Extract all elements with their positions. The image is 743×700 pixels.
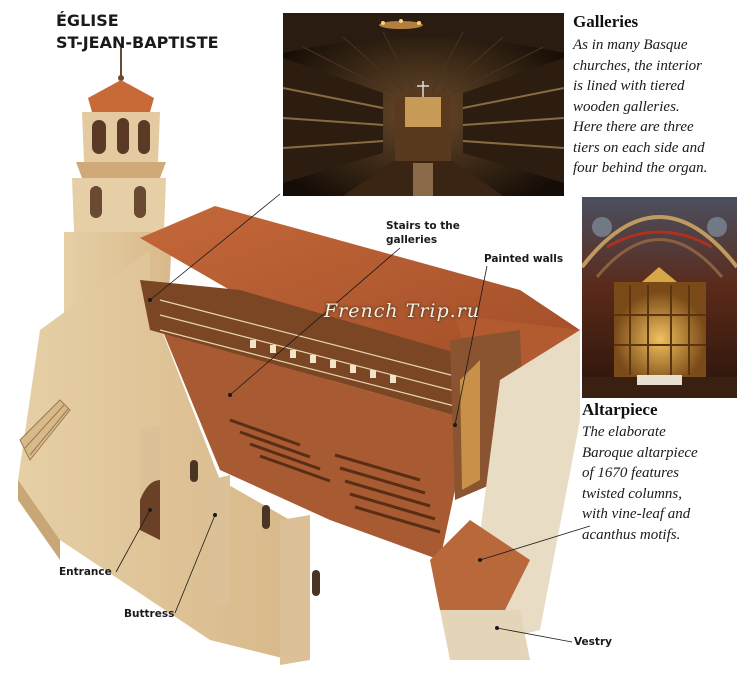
galleries-line: wooden galleries. xyxy=(573,98,680,115)
altarpiece-description: The elaborate Baroque altarpiece of 1670… xyxy=(582,422,742,545)
title-line-2: ST-JEAN-BAPTISTE xyxy=(56,33,219,52)
galleries-photo xyxy=(283,13,564,196)
stairs-label-line: galleries xyxy=(386,234,438,246)
altarpiece-photo xyxy=(582,197,737,398)
external-stairs xyxy=(19,399,71,461)
galleries-line: Here there are three xyxy=(573,119,694,135)
vestry-label: Vestry xyxy=(574,636,612,648)
altarpiece-line: acanthus motifs. xyxy=(582,526,681,543)
watermark-text: French Trip.ru xyxy=(324,300,481,322)
painted-walls-label: Painted walls xyxy=(484,253,564,265)
altarpiece-line: with vine-leaf and xyxy=(582,506,691,522)
leader-lines xyxy=(115,193,591,643)
altarpiece-line: twisted columns, xyxy=(582,485,682,502)
page-title: ÉGLISE ST-JEAN-BAPTISTE xyxy=(56,10,219,54)
galleries-line: four behind the organ. xyxy=(573,160,708,176)
buttress-label: Buttress xyxy=(124,608,175,620)
stairs-label-line: Stairs to the xyxy=(386,220,460,232)
galleries-line: tiers on each side and xyxy=(573,139,705,156)
galleries-line: is lined with tiered xyxy=(573,78,685,94)
chancel-floor xyxy=(430,520,530,620)
galleries-line: churches, the interior xyxy=(573,57,703,74)
vestry xyxy=(440,610,530,660)
entrance-label: Entrance xyxy=(59,566,112,578)
galleries-heading: Galleries xyxy=(573,12,639,31)
gallery-tiers xyxy=(140,280,480,420)
altarpiece-line: Baroque altarpiece xyxy=(582,444,698,461)
altarpiece-line: of 1670 features xyxy=(582,465,679,481)
altarpiece-heading: Altarpiece xyxy=(582,400,658,419)
galleries-description: As in many Basque churches, the interior… xyxy=(573,35,743,179)
title-line-1: ÉGLISE xyxy=(56,11,119,30)
altarpiece-line: The elaborate xyxy=(582,424,666,440)
stairs-label: Stairs to the galleries xyxy=(386,219,460,247)
pews xyxy=(229,418,441,534)
galleries-line: As in many Basque xyxy=(573,37,688,53)
